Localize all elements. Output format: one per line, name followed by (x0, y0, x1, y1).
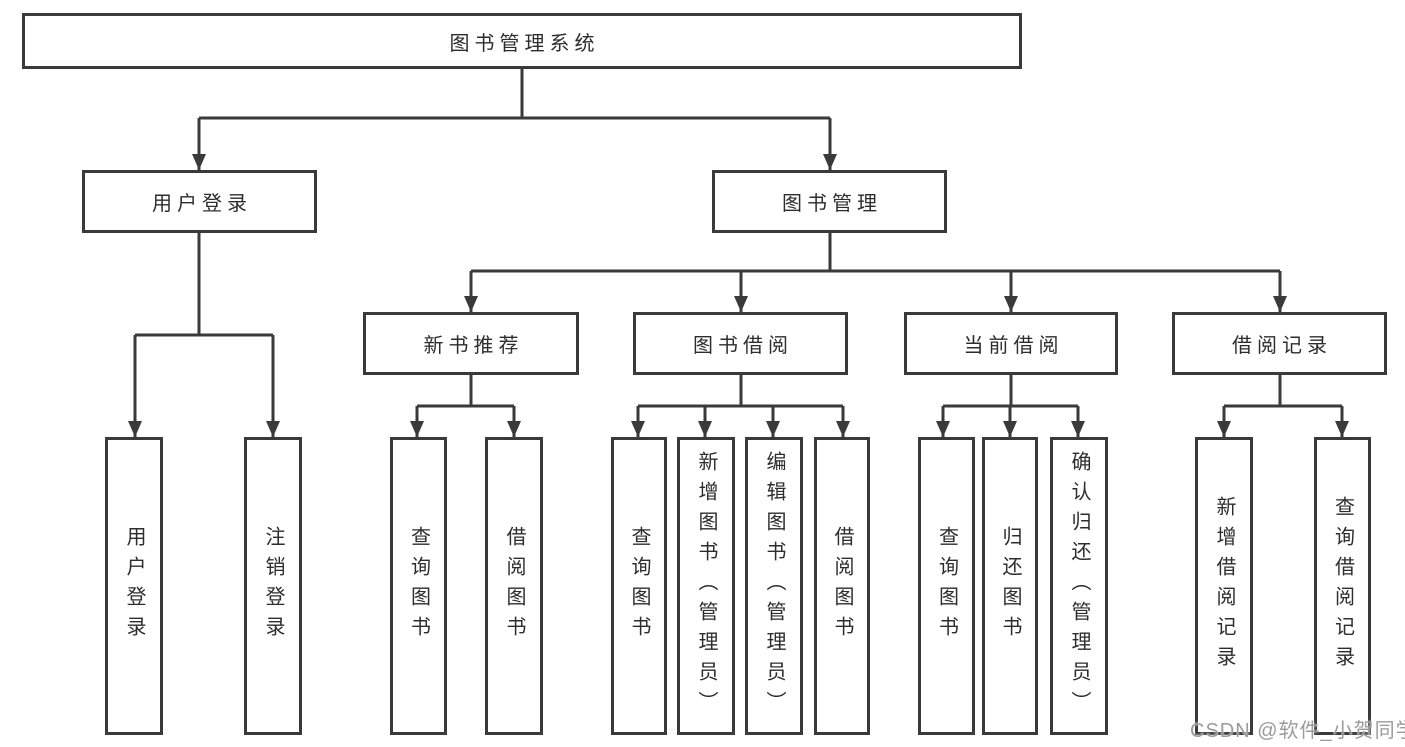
leaf-return-book: 归还图书 (982, 437, 1038, 735)
node-label: 新增借阅记录 (1213, 496, 1235, 676)
watermark: CSDN @软件_小贺同学 (1190, 720, 1405, 742)
node-label: 借阅记录 (1232, 335, 1332, 357)
wire-root-to-level2 (192, 69, 837, 170)
wire-recommend-to-leaves (410, 375, 521, 437)
node-label: 借阅图书 (503, 526, 525, 646)
node-borrow-records: 借阅记录 (1172, 312, 1387, 375)
leaf-query-borrow-record: 查询借阅记录 (1314, 437, 1371, 735)
node-new-book-recommend: 新书推荐 (363, 312, 579, 375)
leaf-add-borrow-record: 新增借阅记录 (1195, 437, 1253, 735)
node-label: 编辑图书（管理员） (763, 451, 785, 721)
node-label: 归还图书 (999, 526, 1021, 646)
node-label: 新增图书（管理员） (695, 451, 717, 721)
node-book-management: 图书管理 (712, 170, 947, 233)
node-book-borrowing: 图书借阅 (633, 312, 848, 375)
leaf-query-books-recommend: 查询图书 (390, 437, 447, 735)
node-current-borrowing: 当前借阅 (904, 312, 1118, 375)
node-label: 图书管理 (782, 193, 882, 215)
wire-records-to-leaves (1217, 375, 1349, 437)
leaf-logout: 注销登录 (244, 437, 302, 735)
node-label: 查询图书 (407, 526, 430, 646)
node-label: 查询借阅记录 (1331, 496, 1354, 676)
node-label: 注销登录 (262, 526, 284, 646)
leaf-user-login: 用户登录 (105, 437, 163, 735)
leaf-query-books-current: 查询图书 (918, 437, 975, 735)
leaf-borrow-books: 借阅图书 (814, 437, 870, 735)
node-label: 图书借阅 (693, 335, 793, 357)
leaf-query-books-borrow: 查询图书 (611, 437, 667, 735)
wire-login-to-leaves (128, 233, 280, 437)
node-label: 确认归还（管理员） (1068, 451, 1090, 721)
node-label: 查询图书 (628, 526, 650, 646)
wire-mgmt-to-level3 (464, 233, 1287, 312)
leaf-add-book-admin: 新增图书（管理员） (677, 437, 735, 735)
leaf-confirm-return-admin: 确认归还（管理员） (1050, 437, 1108, 735)
leaf-borrow-books-recommend: 借阅图书 (485, 437, 543, 735)
node-label: 当前借阅 (963, 335, 1064, 357)
node-label: 用户登录 (123, 526, 145, 646)
node-user-login: 用户登录 (82, 170, 317, 233)
node-label: 查询图书 (935, 526, 958, 646)
node-label: 借阅图书 (831, 526, 853, 646)
wire-borrow-to-leaves (631, 375, 850, 437)
node-label: 新书推荐 (423, 335, 524, 357)
node-label: 用户登录 (152, 193, 252, 215)
leaf-edit-book-admin: 编辑图书（管理员） (745, 437, 803, 735)
wire-current-to-leaves (936, 375, 1085, 437)
node-label: 图书管理系统 (449, 32, 600, 55)
node-library-system: 图书管理系统 (22, 13, 1022, 69)
